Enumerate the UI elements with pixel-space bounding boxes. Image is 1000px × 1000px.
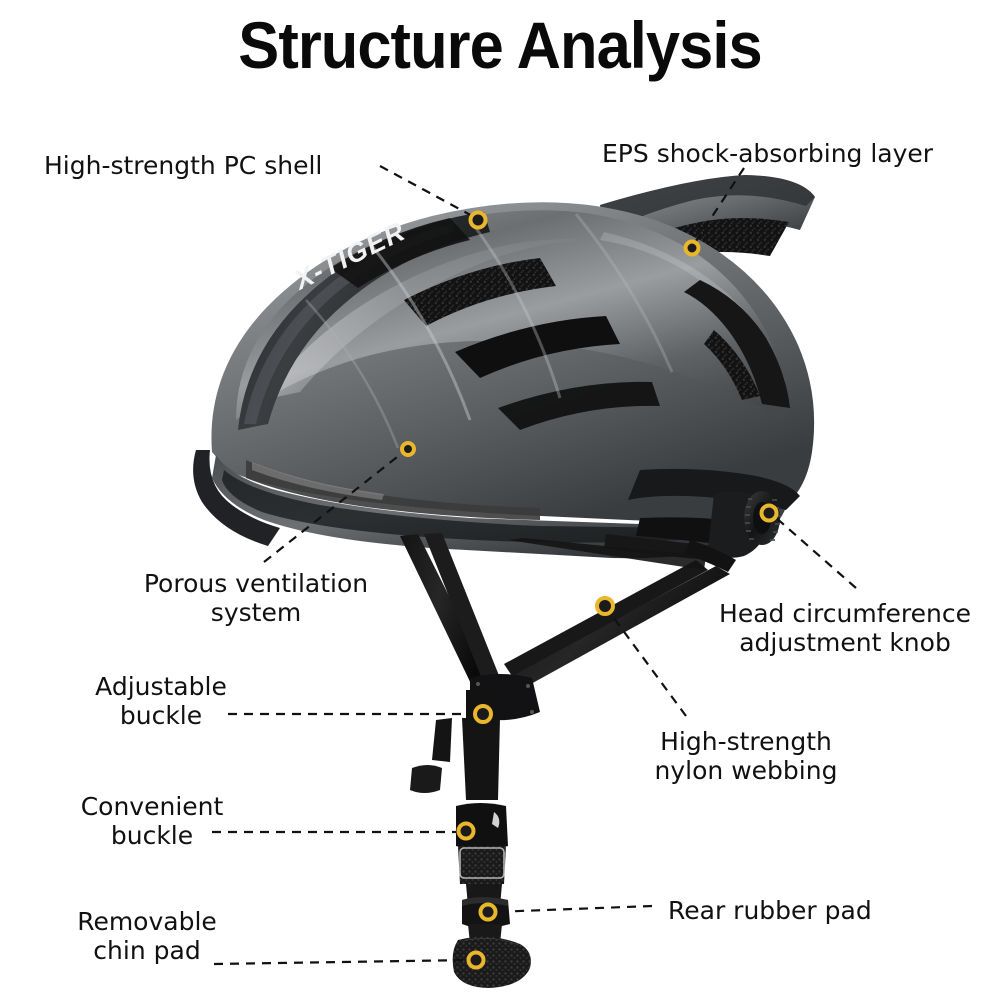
callout-markers <box>400 210 779 970</box>
leader-lines <box>212 165 857 966</box>
marker-pc-shell[interactable] <box>468 210 488 230</box>
callout-line: buckle <box>119 700 203 730</box>
marker-removable-chin-pad[interactable] <box>466 950 486 970</box>
callout-line: EPS shock-absorbing layer <box>602 139 934 168</box>
marker-convenient-buckle[interactable] <box>456 821 476 841</box>
marker-eps-layer[interactable] <box>683 239 701 257</box>
callout-line: buckle <box>110 820 194 850</box>
marker-nylon-webbing[interactable] <box>595 596 615 616</box>
leader-nylon-webbing <box>607 609 687 717</box>
callout-label-adjustable-buckle: Adjustable buckle <box>72 672 250 730</box>
marker-porous-ventilation[interactable] <box>400 441 416 457</box>
callout-line: High-strength PC shell <box>44 151 323 180</box>
callout-line: adjustment knob <box>739 627 951 657</box>
callout-label-removable-chin-pad: Removable chin pad <box>52 907 242 965</box>
callout-label-pc-shell: High-strength PC shell <box>44 152 322 180</box>
callout-line: Adjustable <box>95 672 227 701</box>
page-title: Structure Analysis <box>238 8 762 82</box>
leader-pc-shell <box>379 165 477 219</box>
callout-line: Rear rubber pad <box>668 896 872 925</box>
callout-line: Head circumference <box>719 599 971 628</box>
nylon-webbing <box>400 533 730 793</box>
leader-porous-ventilation <box>263 449 407 563</box>
callout-label-eps-layer: EPS shock-absorbing layer <box>602 140 933 168</box>
marker-rear-rubber-pad[interactable] <box>478 902 498 922</box>
callout-line: chin pad <box>93 935 201 965</box>
callout-label-head-circumference-knob: Head circumference adjustment knob <box>700 599 990 657</box>
callout-line: High-strength <box>660 727 832 756</box>
callout-label-nylon-webbing: High-strength nylon webbing <box>640 727 852 785</box>
callout-line: Porous ventilation <box>143 569 369 598</box>
leader-rear-rubber-pad <box>492 904 653 914</box>
marker-adjustable-buckle[interactable] <box>473 704 493 724</box>
callout-label-porous-ventilation: Porous ventilation system <box>124 569 388 627</box>
leader-chin-pad <box>213 958 472 966</box>
callout-label-rear-rubber-pad: Rear rubber pad <box>668 897 872 925</box>
leader-knob <box>773 515 857 589</box>
callout-line: system <box>210 597 302 627</box>
removable-chin-pad <box>452 936 531 988</box>
callout-line: Removable <box>77 907 217 936</box>
marker-head-circumference-knob[interactable] <box>759 503 779 523</box>
callout-line: nylon webbing <box>654 755 838 785</box>
callout-line: Convenient <box>80 792 224 821</box>
callout-label-convenient-buckle: Convenient buckle <box>62 792 242 850</box>
